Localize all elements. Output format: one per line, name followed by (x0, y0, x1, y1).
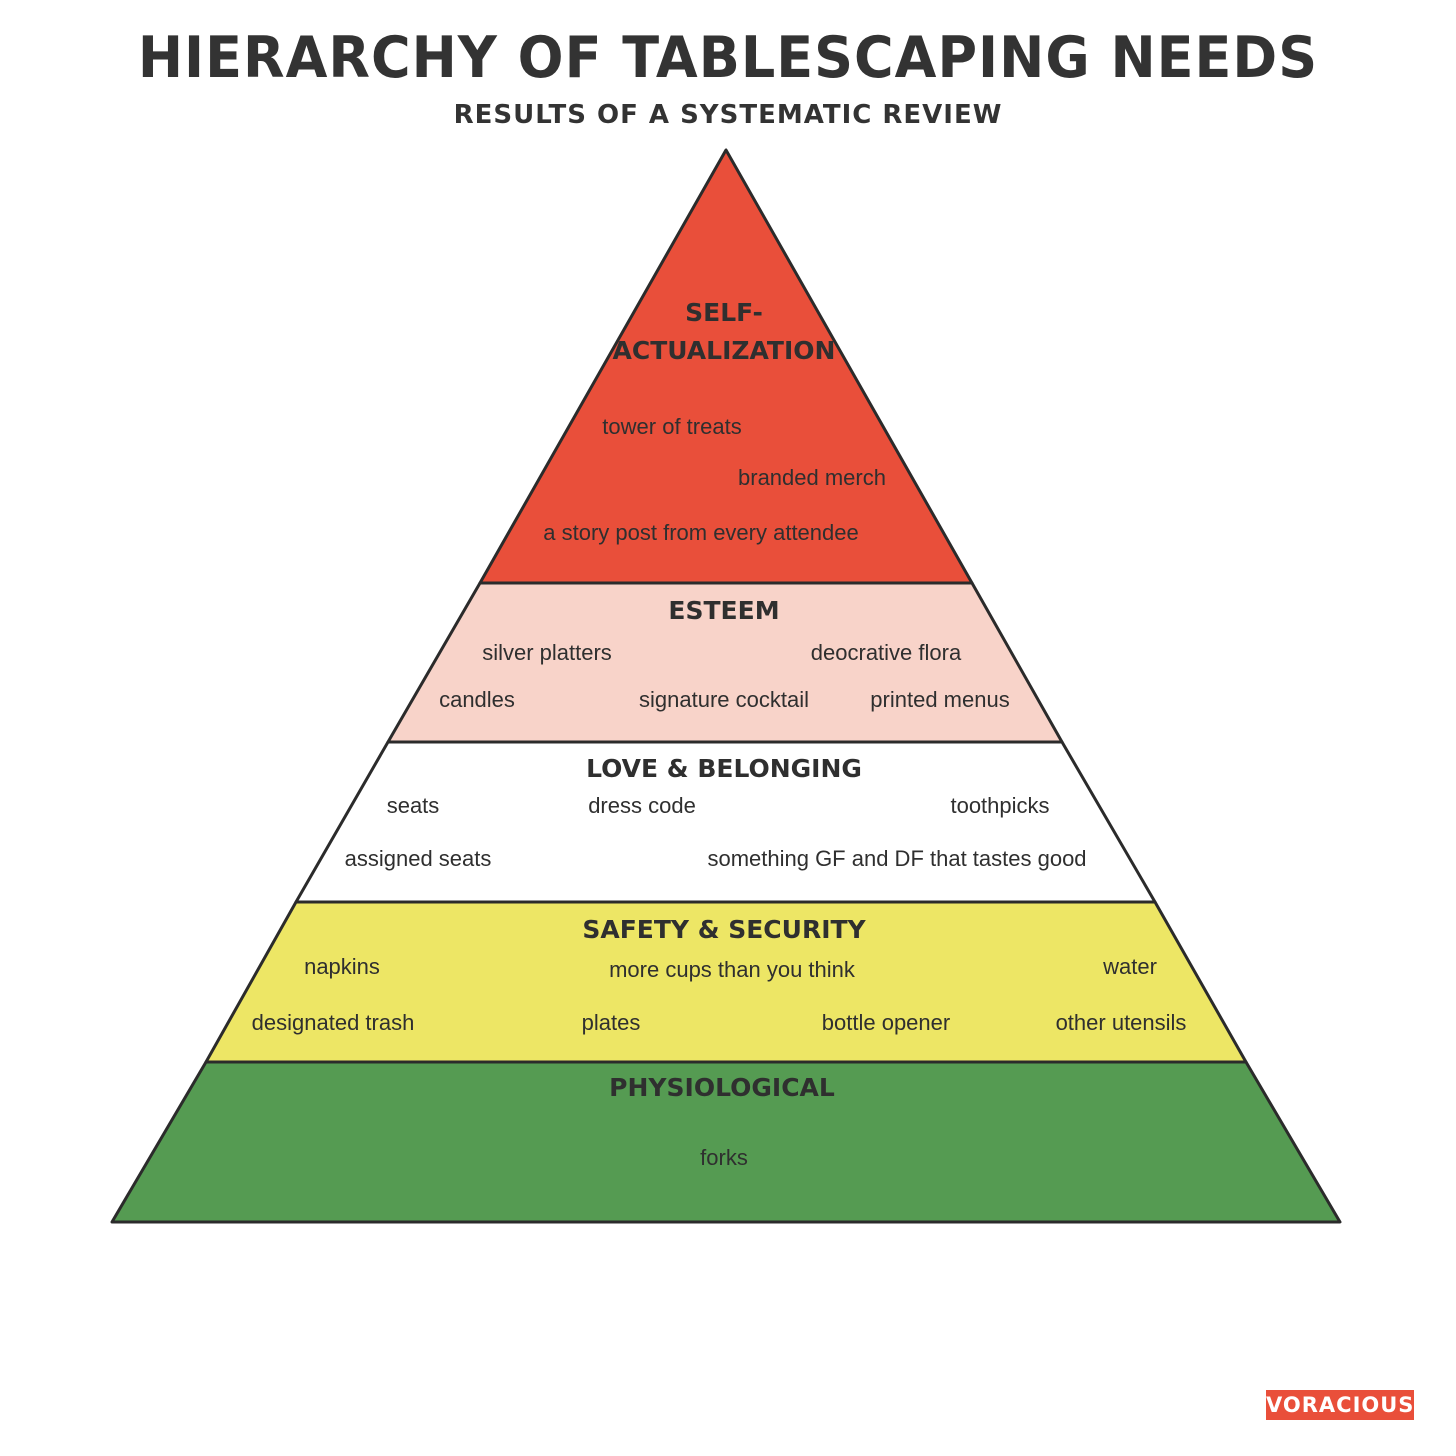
tier-item: signature cocktail (639, 687, 809, 712)
tier-item: other utensils (1055, 1010, 1187, 1035)
tier-item: candles (439, 687, 515, 712)
tier-item: assigned seats (344, 846, 492, 871)
tier-item: more cups than you think (609, 957, 855, 982)
tier-safety-security-title: SAFETY & SECURITY (582, 915, 866, 944)
page-title: HIERARCHY OF TABLESCAPING NEEDS (137, 24, 1319, 91)
tier-item: dress code (588, 793, 696, 818)
tier-item: branded merch (738, 465, 886, 490)
tier-item: designated trash (251, 1010, 415, 1035)
tier-item: toothpicks (950, 793, 1050, 818)
tier-item: something GF and DF that tastes good (707, 846, 1087, 871)
tier-item: a story post from every attendee (543, 520, 859, 545)
tier-physiological-shape (110, 1060, 1342, 1224)
tier-physiological-title: PHYSIOLOGICAL (609, 1073, 835, 1102)
tier-item: tower of treats (602, 414, 742, 439)
tier-item: forks (700, 1145, 748, 1170)
voracious-logo: VORACIOUS (1266, 1390, 1414, 1420)
tier-item: plates (581, 1010, 641, 1035)
tier-item: deocrative flora (810, 640, 962, 665)
tier-item: silver platters (482, 640, 612, 665)
tier-esteem-title: ESTEEM (668, 596, 780, 625)
tier-item: printed menus (870, 687, 1010, 712)
tier-item: seats (386, 793, 440, 818)
tier-love-belonging-title: LOVE & BELONGING (586, 754, 862, 783)
page-subtitle: RESULTS OF A SYSTEMATIC REVIEW (453, 100, 1003, 130)
tier-self-actualization-title: SELF- ACTUALIZATION (612, 298, 836, 365)
tier-item: water (1103, 954, 1157, 979)
tier-item: napkins (304, 954, 380, 979)
tier-item: bottle opener (821, 1010, 951, 1035)
